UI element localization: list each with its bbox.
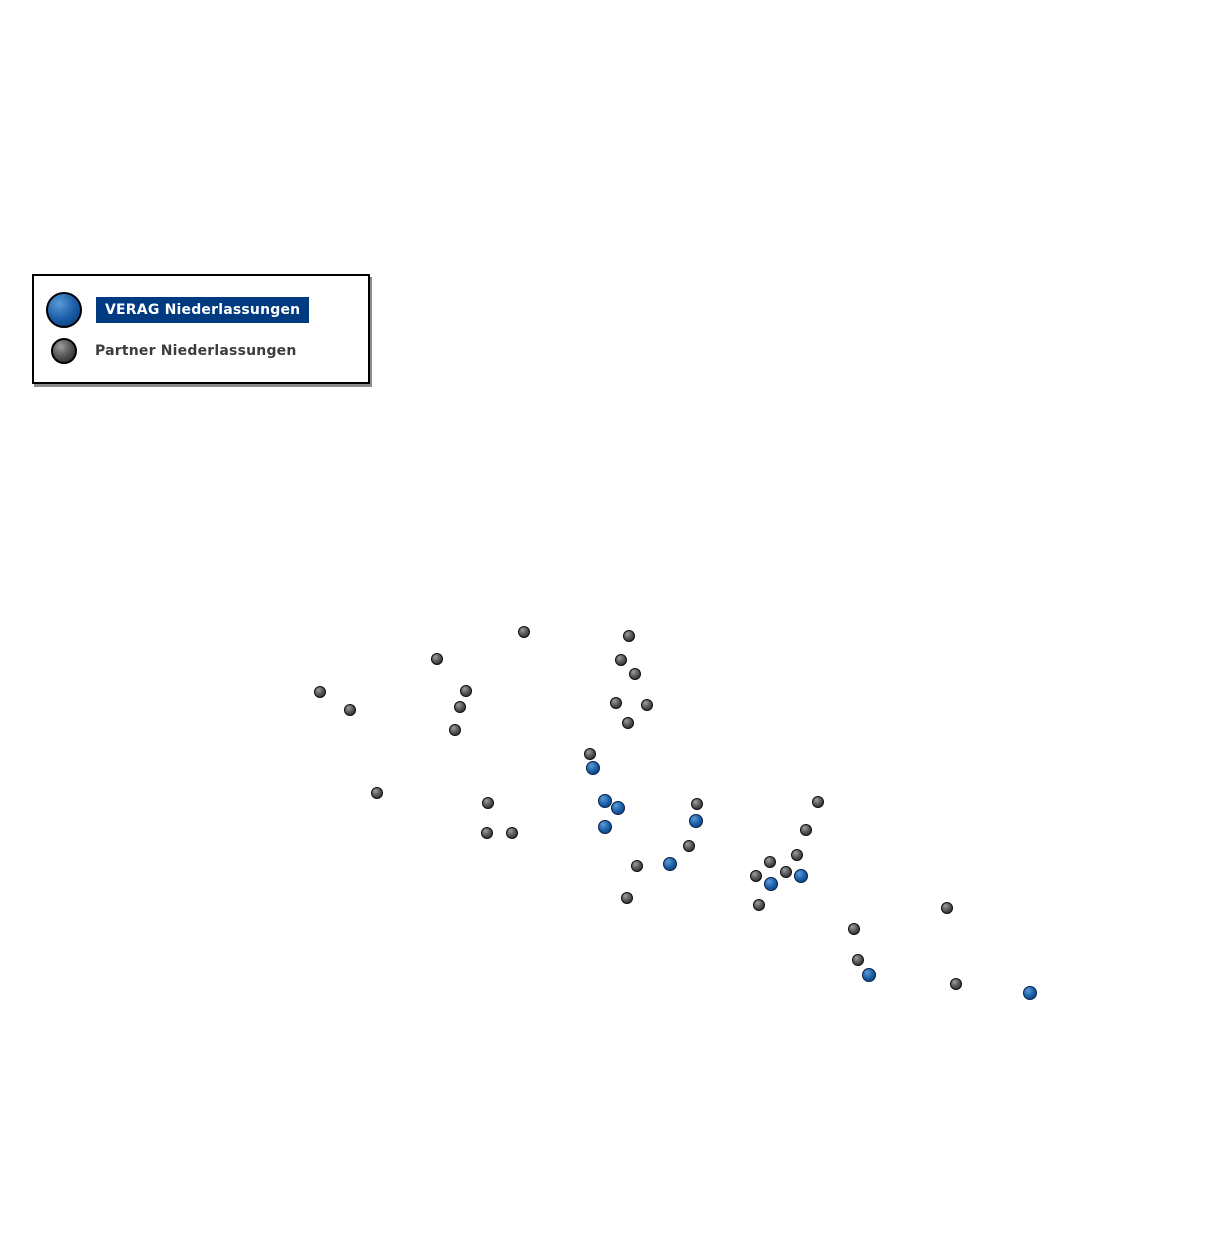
partner-branch-marker[interactable] [314,686,326,698]
partner-branch-marker[interactable] [764,856,776,868]
verag-branch-marker[interactable] [689,814,703,828]
map-legend: VERAG Niederlassungen Partner Niederlass… [32,274,370,384]
partner-branch-marker[interactable] [449,724,461,736]
partner-branch-marker[interactable] [371,787,383,799]
partner-branch-marker[interactable] [431,653,443,665]
partner-branch-marker[interactable] [848,923,860,935]
partner-branch-marker[interactable] [683,840,695,852]
legend-label-partner: Partner Niederlassungen [95,343,297,359]
legend-label-verag: VERAG Niederlassungen [96,297,310,323]
partner-branch-marker[interactable] [344,704,356,716]
partner-branch-marker[interactable] [629,668,641,680]
partner-branch-marker[interactable] [852,954,864,966]
partner-branch-marker[interactable] [506,827,518,839]
partner-branch-marker[interactable] [460,685,472,697]
partner-branch-marker[interactable] [621,892,633,904]
partner-branch-marker[interactable] [753,899,765,911]
partner-branch-marker[interactable] [750,870,762,882]
verag-branch-marker[interactable] [1023,986,1037,1000]
partner-branch-marker[interactable] [622,717,634,729]
partner-branch-marker[interactable] [641,699,653,711]
partner-branch-marker[interactable] [481,827,493,839]
partner-branch-marker[interactable] [454,701,466,713]
partner-branch-marker[interactable] [615,654,627,666]
partner-branch-marker[interactable] [610,697,622,709]
partner-branch-marker[interactable] [780,866,792,878]
verag-branch-marker[interactable] [598,794,612,808]
legend-item-partner[interactable]: Partner Niederlassungen [46,338,354,364]
partner-branch-marker[interactable] [691,798,703,810]
partner-branch-marker[interactable] [623,630,635,642]
partner-branch-marker[interactable] [941,902,953,914]
partner-branch-marker[interactable] [791,849,803,861]
partner-marker-icon [51,338,77,364]
partner-branch-marker[interactable] [950,978,962,990]
verag-branch-marker[interactable] [598,820,612,834]
verag-marker-icon [46,292,82,328]
partner-branch-marker[interactable] [584,748,596,760]
partner-branch-marker[interactable] [631,860,643,872]
verag-branch-marker[interactable] [764,877,778,891]
verag-branch-marker[interactable] [611,801,625,815]
legend-item-verag[interactable]: VERAG Niederlassungen [46,292,354,328]
verag-branch-marker[interactable] [794,869,808,883]
partner-branch-marker[interactable] [518,626,530,638]
verag-branch-marker[interactable] [663,857,677,871]
partner-branch-marker[interactable] [812,796,824,808]
partner-branch-marker[interactable] [482,797,494,809]
verag-branch-marker[interactable] [586,761,600,775]
verag-branch-marker[interactable] [862,968,876,982]
partner-branch-marker[interactable] [800,824,812,836]
